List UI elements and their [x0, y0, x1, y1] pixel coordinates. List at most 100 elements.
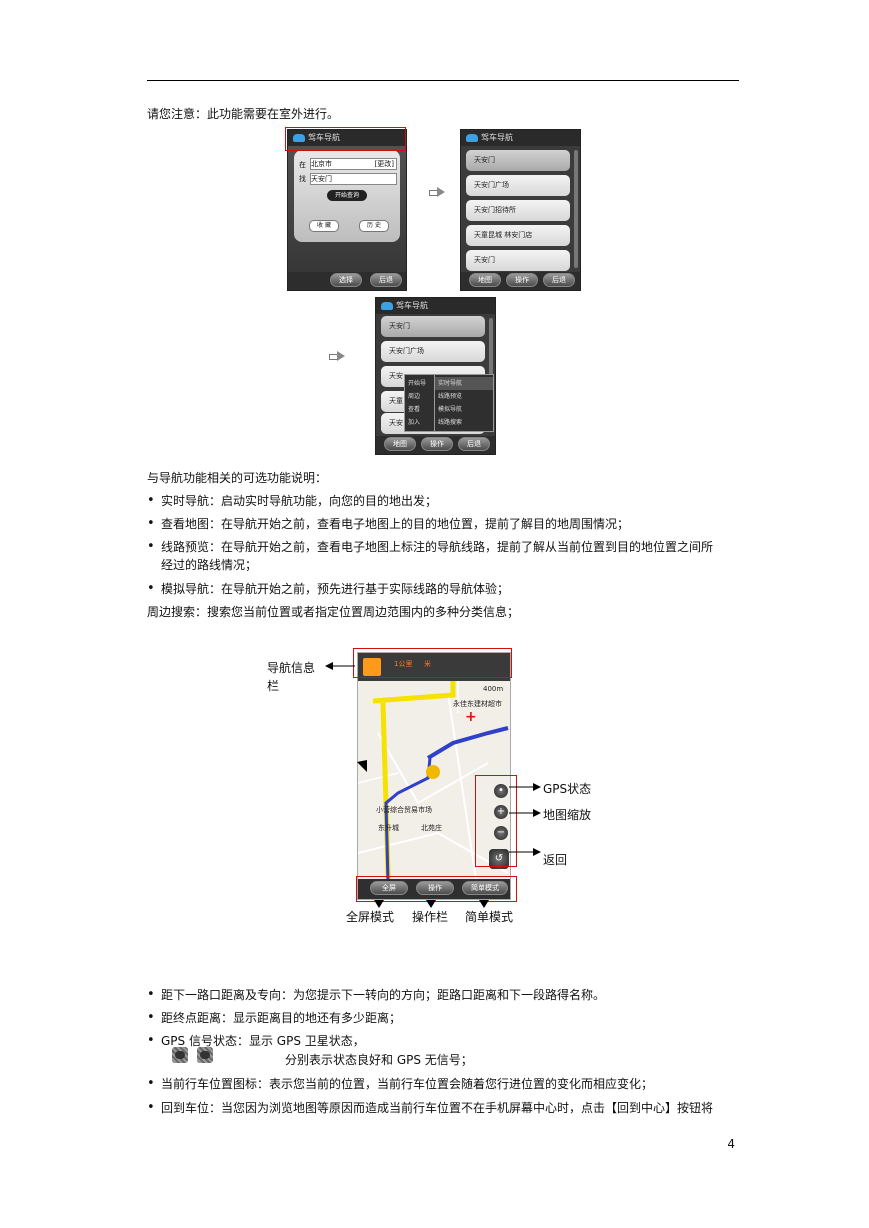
- header-rule: [147, 80, 739, 81]
- list-item[interactable]: 天安门招待所: [466, 200, 570, 221]
- list-item[interactable]: 天安门: [466, 150, 570, 171]
- car-position-icon: [426, 765, 440, 779]
- favorites-button[interactable]: 收 藏: [309, 220, 339, 232]
- menu-item-sim-nav[interactable]: 模拟导航: [438, 406, 463, 413]
- callout-nav-info-2: 栏: [267, 679, 280, 693]
- bullet-item: 距终点距离：显示距离目的地还有多少距离；: [147, 1010, 401, 1026]
- select-button[interactable]: 选择: [330, 273, 362, 287]
- callout-back: 返回: [543, 853, 568, 867]
- map-button[interactable]: 地图: [469, 273, 501, 287]
- ops-menu-left: 开始导 周边 查看 加入: [404, 374, 436, 432]
- ops-menu-right: 实时导航 线路预览 模拟导航 线路搜索: [434, 374, 494, 432]
- gps-no-signal-icon: [197, 1047, 213, 1063]
- page-number: 4: [727, 1137, 735, 1151]
- screen-bottom-bar: 选择 后退: [288, 272, 406, 290]
- menu-item[interactable]: 周边: [408, 393, 421, 400]
- title-highlight-box: [285, 127, 406, 151]
- search-panel: 在 北京市 [更改] 找 天安门 开始查询 收 藏 历 史: [294, 150, 400, 242]
- bottom-bar-highlight: [356, 876, 517, 902]
- arrow-down-icon: [374, 900, 384, 908]
- find-label: 找: [299, 175, 306, 183]
- menu-item-route-preview[interactable]: 线路预览: [438, 393, 463, 400]
- callout-fullscreen: 全屏模式: [346, 910, 395, 924]
- list-item[interactable]: 天安门广场: [381, 341, 485, 362]
- nav-info-highlight: [353, 648, 512, 678]
- arrow-right-icon: [429, 187, 445, 197]
- bullet-item: GPS 信号状态：显示 GPS 卫星状态，: [147, 1033, 365, 1049]
- screen-search: 驾车导航 在 北京市 [更改] 找 天安门 开始查询 收 藏 历 史 选择 后退: [287, 129, 407, 291]
- change-city-button[interactable]: [更改]: [374, 160, 394, 168]
- map-place: 小营综合贸易市场: [376, 806, 432, 814]
- menu-item-realtime-nav[interactable]: 实时导航: [435, 377, 493, 390]
- intro-text: 与导航功能相关的可选功能说明：: [147, 471, 328, 485]
- search-button[interactable]: 开始查询: [327, 190, 367, 201]
- nav-map[interactable]: 1公里 米 400m 永佳东建材超市 小营综合贸易市场 东升城 北苑庄 + • …: [357, 652, 511, 900]
- surround-search-text: 周边搜索：搜索您当前位置或者指定位置周边范围内的多种分类信息；: [147, 605, 520, 619]
- arrow-down-icon: [426, 900, 436, 908]
- bullet-item: 回到车位：当您因为浏览地图等原因而造成当前行车位置不在手机屏幕中心时，点击【回到…: [147, 1100, 713, 1116]
- list-item[interactable]: 天童昆城 林安门店: [466, 225, 570, 246]
- history-button[interactable]: 历 史: [359, 220, 389, 232]
- hospital-icon: +: [465, 709, 477, 725]
- list-item[interactable]: 天安门: [466, 250, 570, 271]
- bullet-item: 线路预览：在导航开始之前，查看电子地图上标注的导航线路，提前了解从当前位置到目的…: [147, 539, 713, 555]
- map-place: 永佳东建材超市: [453, 700, 502, 708]
- pointer-icon: [357, 760, 367, 772]
- gps-status-icon: •: [494, 784, 508, 798]
- callout-zoom: 地图缩放: [543, 808, 592, 822]
- callout-nav-info: 导航信息: [267, 661, 316, 675]
- car-icon: [466, 134, 478, 142]
- map-place: 东升城: [378, 824, 399, 832]
- scrollbar[interactable]: [574, 150, 578, 268]
- arrow-right-icon: [329, 351, 345, 361]
- map-scale: 400m: [483, 685, 504, 693]
- screen-title-bar: 驾车导航: [288, 130, 406, 146]
- callout-simple: 简单模式: [465, 910, 514, 924]
- bullet-continuation: 经过的路线情况；: [161, 558, 258, 572]
- bullet-item: 实时导航：启动实时导航功能，向您的目的地出发；: [147, 493, 437, 509]
- menu-item[interactable]: 查看: [408, 406, 421, 413]
- return-button[interactable]: ↺: [489, 849, 509, 869]
- back-button[interactable]: 后退: [370, 273, 402, 287]
- screen-title-bar: 驾车导航: [461, 130, 580, 146]
- menu-item-route-search[interactable]: 线路搜索: [438, 419, 463, 426]
- arrow-right-icon: [509, 809, 541, 817]
- list-item[interactable]: 天安门: [381, 316, 485, 337]
- map-button[interactable]: 地图: [384, 437, 416, 451]
- arrow-right-icon: [509, 783, 541, 791]
- city-label: 在: [299, 161, 306, 169]
- back-button[interactable]: 后退: [458, 437, 490, 451]
- ops-button[interactable]: 操作: [506, 273, 538, 287]
- menu-item[interactable]: 加入: [408, 419, 421, 426]
- simple-mode-button[interactable]: 简单模式: [462, 881, 508, 895]
- bullet-item: 模拟导航：在导航开始之前，预先进行基于实际线路的导航体验；: [147, 581, 509, 597]
- ops-button[interactable]: 操作: [421, 437, 453, 451]
- callout-gps: GPS状态: [543, 782, 592, 796]
- gps-good-icon: [172, 1047, 188, 1063]
- controls-highlight: [475, 775, 517, 867]
- screen-ops-menu: 驾车导航 天安门 天安门广场 天安 天童 天安 开始导 周边 查看 加入 实时导…: [375, 297, 496, 455]
- car-icon: [293, 134, 305, 142]
- bullet-item: 距下一路口距离及专向：为您提示下一转向的方向；距路口距离和下一段路得名称。: [147, 987, 605, 1003]
- back-button[interactable]: 后退: [543, 273, 575, 287]
- turn-arrow-icon: [363, 658, 381, 676]
- notice-text: 请您注意：此功能需要在室外进行。: [147, 107, 340, 121]
- operations-button[interactable]: 操作: [416, 881, 454, 895]
- distance-unit: 米: [424, 660, 431, 668]
- bullet-item: 当前行车位置图标：表示您当前的位置，当前行车位置会随着您行进位置的变化而相应变化…: [147, 1076, 653, 1092]
- city-field[interactable]: 北京市 [更改]: [310, 158, 397, 170]
- screen-results: 驾车导航 天安门 天安门广场 天安门招待所 天童昆城 林安门店 天安门 地图 操…: [460, 129, 581, 291]
- arrow-down-icon: [479, 900, 489, 908]
- screen-title-bar: 驾车导航: [376, 298, 495, 314]
- zoom-in-button[interactable]: +: [494, 805, 508, 819]
- gps-icon-description: 分别表示状态良好和 GPS 无信号；: [285, 1053, 473, 1067]
- find-field[interactable]: 天安门: [310, 173, 397, 185]
- fullscreen-button[interactable]: 全屏: [370, 881, 408, 895]
- arrow-left-icon: [325, 662, 355, 670]
- screen-bottom-bar: 地图 操作 后退: [461, 272, 580, 290]
- menu-item[interactable]: 开始导: [408, 380, 427, 387]
- zoom-out-button[interactable]: −: [494, 826, 508, 840]
- bullet-item: 查看地图：在导航开始之前，查看电子地图上的目的地位置，提前了解目的地周围情况；: [147, 516, 629, 532]
- map-place: 北苑庄: [421, 824, 442, 832]
- list-item[interactable]: 天安门广场: [466, 175, 570, 196]
